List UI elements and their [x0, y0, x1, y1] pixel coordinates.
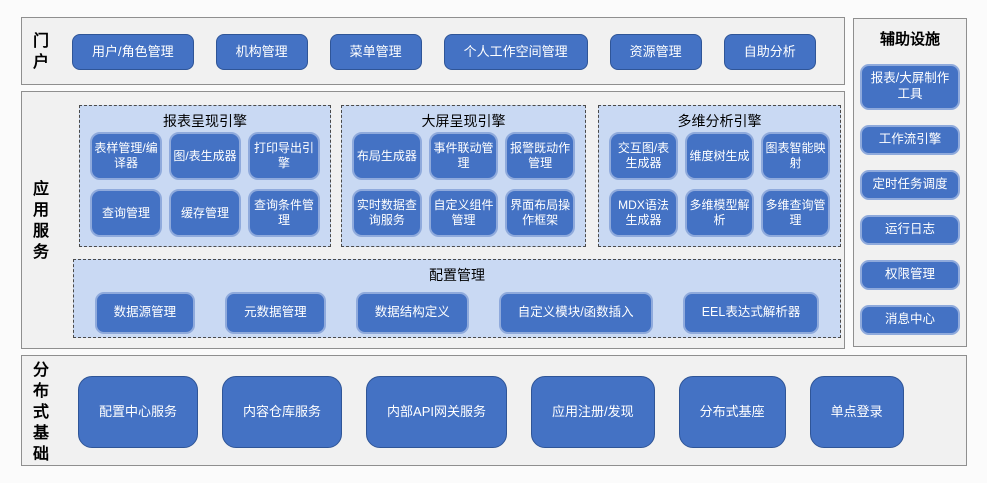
portal-box-resource-mgmt: 资源管理 [609, 34, 702, 70]
panel-report-engine-title: 报表呈现引擎 [163, 113, 247, 129]
box-alarm-action-mgmt: 报警既动作管理 [505, 132, 575, 180]
box-custom-component-mgmt: 自定义组件管理 [428, 189, 499, 237]
box-smart-chart-mapping: 图表智能映射 [761, 132, 830, 180]
box-scheduled-task: 定时任务调度 [860, 170, 960, 200]
box-distributed-base: 分布式基座 [678, 376, 786, 448]
box-content-repo-service: 内容仓库服务 [222, 376, 343, 448]
box-eel-expression-parser: EEL表达式解析器 [682, 292, 820, 334]
section-app-services: 应用服务 报表呈现引擎 表样管理/编译器 图/表生成器 打印导出引擎 查询管理 … [21, 91, 845, 349]
box-workflow-engine: 工作流引擎 [860, 125, 960, 155]
box-interactive-chart-generator: 交互图/表生成器 [609, 132, 678, 180]
box-run-log: 运行日志 [860, 215, 960, 245]
section-distributed-foundation: 分布式基础 配置中心服务 内容仓库服务 内部API网关服务 应用注册/发现 分布… [21, 355, 967, 466]
portal-section-label: 门户 [32, 33, 49, 71]
box-cache-mgmt: 缓存管理 [169, 189, 241, 237]
portal-box-org-mgmt: 机构管理 [215, 34, 308, 70]
box-multidim-model-parsing: 多维模型解析 [685, 189, 754, 237]
portal-box-user-role-mgmt: 用户/角色管理 [72, 34, 194, 70]
box-message-center: 消息中心 [860, 305, 960, 335]
app-services-section-label: 应用服务 [32, 181, 49, 261]
box-multidim-query-mgmt: 多维查询管理 [761, 189, 830, 237]
box-app-registration-discovery: 应用注册/发现 [531, 376, 655, 448]
box-mdx-syntax-generator: MDX语法生成器 [609, 189, 678, 237]
section-auxiliary-facilities: 辅助设施 报表/大屏制作工具 工作流引擎 定时任务调度 运行日志 权限管理 消息… [853, 18, 967, 347]
portal-box-workspace-mgmt: 个人工作空间管理 [443, 34, 588, 70]
section-portal: 门户 用户/角色管理 机构管理 菜单管理 个人工作空间管理 资源管理 自助分析 [21, 17, 845, 85]
panel-olap-engine-grid: 交互图/表生成器 维度树生成 图表智能映射 MDX语法生成器 多维模型解析 多维… [599, 132, 840, 237]
box-dimension-tree-generation: 维度树生成 [685, 132, 754, 180]
box-config-center-service: 配置中心服务 [78, 376, 199, 448]
box-layout-generator: 布局生成器 [352, 132, 422, 180]
distributed-section-label: 分布式基础 [32, 362, 49, 463]
box-query-condition-mgmt: 查询条件管理 [248, 189, 320, 237]
box-single-sign-on: 单点登录 [809, 376, 904, 448]
panel-bigscreen-engine-title: 大屏呈现引擎 [421, 113, 506, 129]
panel-bigscreen-engine-grid: 布局生成器 事件联动管理 报警既动作管理 实时数据查询服务 自定义组件管理 界面… [342, 132, 585, 237]
auxiliary-button-column: 报表/大屏制作工具 工作流引擎 定时任务调度 运行日志 权限管理 消息中心 [854, 49, 966, 335]
distributed-button-row: 配置中心服务 内容仓库服务 内部API网关服务 应用注册/发现 分布式基座 单点… [78, 376, 956, 448]
box-realtime-data-query: 实时数据查询服务 [352, 189, 422, 237]
box-event-linkage-mgmt: 事件联动管理 [428, 132, 499, 180]
panel-report-engine-grid: 表样管理/编译器 图/表生成器 打印导出引擎 查询管理 缓存管理 查询条件管理 [80, 132, 330, 237]
panel-olap-engine-title: 多维分析引擎 [677, 113, 762, 129]
box-ui-layout-framework: 界面布局操作框架 [505, 189, 575, 237]
box-chart-table-generator: 图/表生成器 [169, 132, 241, 180]
portal-box-menu-mgmt: 菜单管理 [329, 34, 422, 70]
panel-config-mgmt-row: 数据源管理 元数据管理 数据结构定义 自定义模块/函数插入 EEL表达式解析器 [74, 286, 840, 334]
box-internal-api-gateway: 内部API网关服务 [366, 376, 507, 448]
portal-box-self-service-analysis: 自助分析 [723, 34, 816, 70]
box-report-style-compiler: 表样管理/编译器 [90, 132, 162, 180]
panel-config-mgmt: 配置管理 数据源管理 元数据管理 数据结构定义 自定义模块/函数插入 EEL表达… [73, 259, 841, 338]
auxiliary-section-title: 辅助设施 [879, 31, 940, 48]
box-print-export-engine: 打印导出引擎 [248, 132, 320, 180]
box-query-mgmt: 查询管理 [90, 189, 162, 237]
box-custom-module-function-insert: 自定义模块/函数插入 [498, 292, 653, 334]
box-datasource-mgmt: 数据源管理 [94, 292, 196, 334]
box-metadata-mgmt: 元数据管理 [225, 292, 326, 334]
box-permission-mgmt: 权限管理 [860, 260, 960, 290]
panel-report-engine: 报表呈现引擎 表样管理/编译器 图/表生成器 打印导出引擎 查询管理 缓存管理 … [79, 105, 331, 247]
panel-bigscreen-engine: 大屏呈现引擎 布局生成器 事件联动管理 报警既动作管理 实时数据查询服务 自定义… [341, 105, 586, 247]
box-data-structure-definition: 数据结构定义 [355, 292, 469, 334]
box-report-bigscreen-tool: 报表/大屏制作工具 [860, 64, 960, 110]
panel-config-mgmt-title: 配置管理 [429, 267, 485, 283]
panel-olap-engine: 多维分析引擎 交互图/表生成器 维度树生成 图表智能映射 MDX语法生成器 多维… [598, 105, 841, 247]
portal-button-row: 用户/角色管理 机构管理 菜单管理 个人工作空间管理 资源管理 自助分析 [72, 34, 836, 70]
